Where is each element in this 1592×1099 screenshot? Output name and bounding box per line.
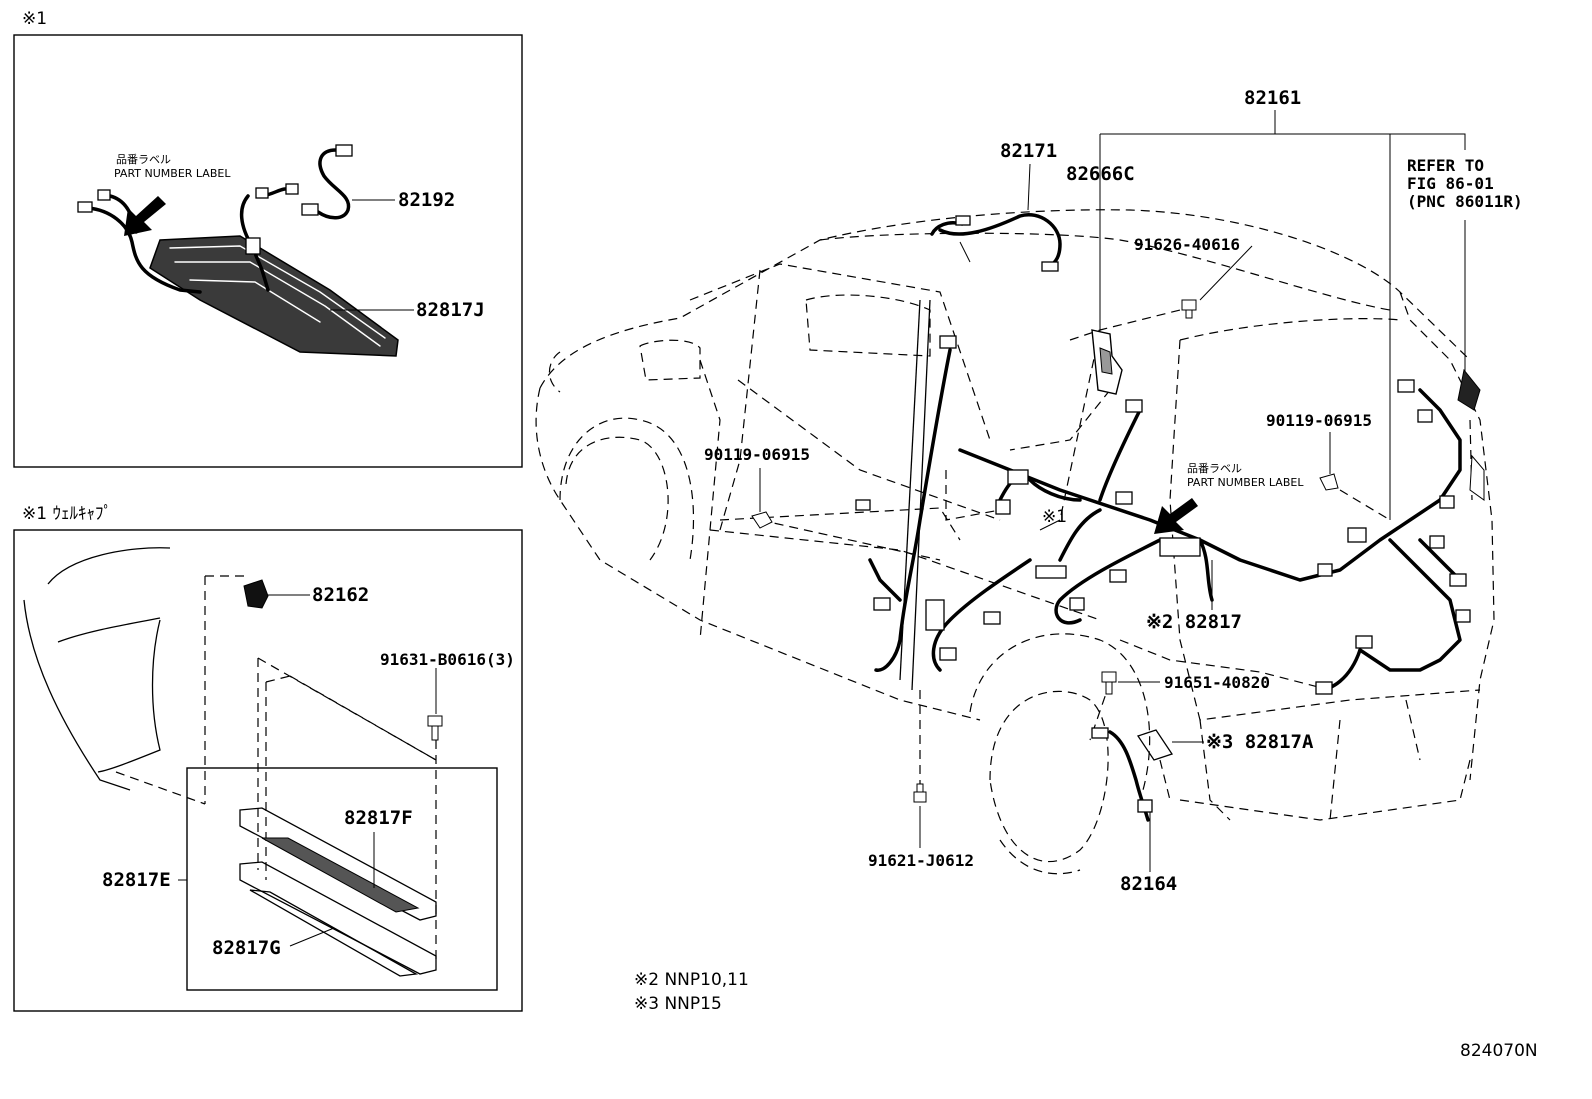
inset-top-frame [13,34,523,468]
part-82817j: 82817J [416,299,485,321]
part-82817e: 82817E [102,869,171,891]
bolt-91621 [913,783,927,803]
note-3: ※3 NNP15 [634,994,722,1014]
part-91631-b0616: 91631-B0616(3) [380,650,515,669]
refer-line-1: REFER TO [1407,156,1484,175]
inset-bottom-note-mark: ※1 ｳｪﾙｷｬﾌﾟ [22,504,112,524]
inset-top-label-en: PART NUMBER LABEL [114,167,231,180]
part-82161: 82161 [1244,87,1301,109]
inset-top-note-mark: ※1 [22,9,47,29]
inset-bottom: ※1 ｳｪﾙｷｬﾌﾟ 82162 91631-B0616(3) [13,504,523,1012]
note-mark-1: ※1 [1042,507,1067,527]
part-82162: 82162 [312,584,369,606]
main-label-en: PART NUMBER LABEL [1187,476,1304,489]
bolt-91631 [427,715,443,741]
part-82192: 82192 [398,189,455,211]
part-82817f: 82817F [344,807,413,829]
main-label-arrow-icon [1154,498,1198,534]
tray-82817j [149,235,399,357]
plate-82817f [239,807,437,977]
vehicle-main: 品番ラベル PART NUMBER LABEL 82161 82171 8266… [535,87,1523,895]
part-82817g: 82817G [212,937,281,959]
figure-code: 824070N [1460,1041,1538,1061]
clip-82162 [243,579,269,609]
note-2: ※2 NNP10,11 [634,970,749,990]
cable-82192 [301,144,353,220]
main-label-jp: 品番ラベル [1187,462,1242,475]
inset-bottom-frame [13,529,523,1012]
pad-82817a [1136,729,1174,761]
refer-line-2: FIG 86-01 [1407,174,1494,193]
part-82817a: ※3 82817A [1206,731,1314,753]
part-91651-40820: 91651-40820 [1164,673,1270,692]
clip-90119-left [751,511,773,529]
part-82817: ※2 82817 [1146,611,1242,633]
label-arrow-icon [124,196,166,236]
bolt-91626 [1181,299,1197,319]
part-82164: 82164 [1120,873,1177,895]
inset-top: ※1 品番ラベル PART NUMBER LABEL 82192 [13,9,523,468]
part-90119-06915-left: 90119-06915 [704,445,810,464]
part-82171: 82171 [1000,140,1057,162]
bracket-82666c [1091,329,1123,395]
bolt-91651 [1101,671,1117,695]
clip-90119-right [1319,473,1339,491]
harness-82171 [930,213,1062,272]
inset-top-label-jp: 品番ラベル [116,153,171,166]
part-91621-j0612: 91621-J0612 [868,851,974,870]
part-91626-40616: 91626-40616 [1134,235,1240,254]
part-82666c: 82666C [1066,163,1135,185]
harness-82164 [1091,727,1153,822]
refer-line-3: (PNC 86011R) [1407,192,1523,211]
inset-sub-frame [186,767,498,991]
part-90119-06915-right: 90119-06915 [1266,411,1372,430]
